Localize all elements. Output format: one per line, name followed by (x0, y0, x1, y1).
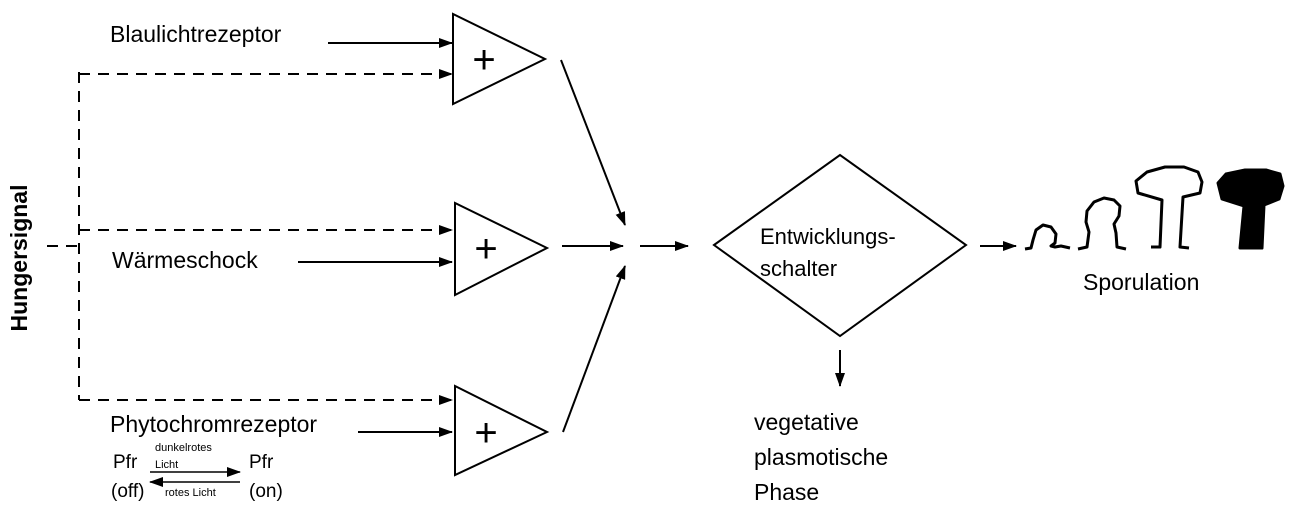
switch-label-line2: schalter (760, 256, 837, 281)
pfr-off-label: Pfr (113, 452, 138, 473)
gate-heat-plus: + (474, 227, 497, 271)
blue-gate-output-arrow (560, 59, 626, 226)
blue-light-receptor-label: Blaulichtrezeptor (110, 21, 282, 47)
pfr-off-state: (off) (111, 481, 144, 502)
vegetative-label-line3: Phase (754, 479, 819, 505)
developmental-switch-diamond (712, 153, 968, 338)
sporulation-stage-3-icon (1134, 165, 1204, 250)
phytochrome-receptor-label: Phytochromrezeptor (110, 411, 317, 437)
gate-phyto-plus: + (474, 411, 497, 455)
hunger-signal-lines (47, 69, 452, 405)
pfr-on-label: Pfr (249, 452, 274, 473)
red-light-label: rotes Licht (165, 487, 216, 499)
pfr-on-state: (on) (249, 481, 283, 502)
gate-blue-plus: + (472, 38, 495, 82)
gate-blue (452, 12, 548, 106)
vegetative-label-line1: vegetative (754, 409, 859, 435)
sporulation-stage-icons (1024, 165, 1285, 251)
sporulation-label: Sporulation (1083, 269, 1199, 295)
gate-heat (454, 201, 550, 297)
vegetative-label-line2: plasmotische (754, 444, 888, 470)
dark-red-light-label-line1: dunkelrotes (155, 442, 212, 454)
heat-shock-label: Wärmeschock (112, 247, 258, 273)
hunger-to-heat-gate (47, 230, 452, 247)
phyto-gate-output-arrow (562, 265, 626, 433)
sporulation-stage-1-icon (1024, 223, 1071, 251)
dark-red-light-label-line2: Licht (155, 459, 178, 471)
switch-label-line1: Entwicklungs- (760, 224, 896, 249)
sporulation-stage-4-icon (1216, 168, 1285, 250)
phytochrome-state-equilibrium: Pfr (off) Pfr (on) dunkelrotes Licht rot… (111, 442, 283, 502)
sporulation-stage-2-icon (1077, 196, 1127, 251)
hunger-signal-label: Hungersignal (6, 185, 32, 332)
gate-phyto (454, 384, 550, 477)
